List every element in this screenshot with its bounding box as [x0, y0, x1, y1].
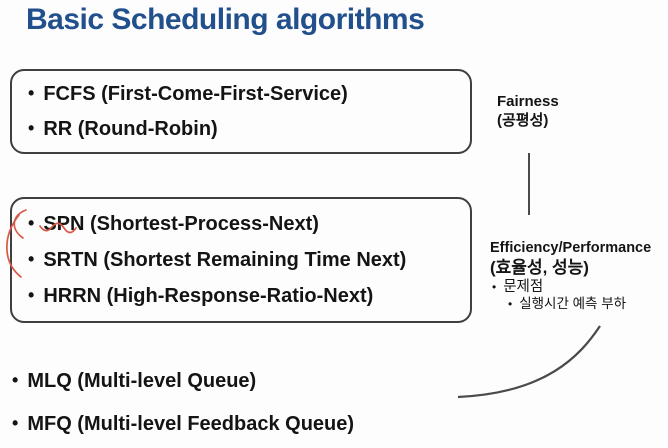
- bottom-list: MLQ (Multi-level Queue) MFQ (Multi-level…: [12, 368, 354, 437]
- efficiency-to-mlq-arrow-icon: [457, 325, 601, 399]
- spn-srtn-hrrn-box: SPN (Shortest-Process-Next) SRTN (Shorte…: [10, 197, 472, 323]
- list-item-mlq: MLQ (Multi-level Queue): [12, 368, 354, 394]
- fairness-efficiency-arrow-icon: [528, 153, 530, 215]
- efficiency-label: Efficiency/Performance: [490, 240, 652, 256]
- list-item-mfq: MFQ (Multi-level Feedback Queue): [12, 411, 354, 437]
- fairness-label: Fairness: [497, 93, 559, 110]
- page-title: Basic Scheduling algorithms: [26, 3, 425, 36]
- list-item-srtn: SRTN (Shortest Remaining Time Next): [28, 249, 470, 271]
- efficiency-label-block: Efficiency/Performance (효율성, 성능) 문제점 실행시…: [490, 240, 651, 312]
- fairness-label-block: Fairness (공평성): [497, 92, 559, 130]
- list-item-rr: RR (Round-Robin): [28, 118, 470, 140]
- problem-subnote: 실행시간 예측 부하: [490, 296, 651, 312]
- list-item-spn: SPN (Shortest-Process-Next): [28, 213, 470, 235]
- list-item-hrrn: HRRN (High-Response-Ratio-Next): [28, 285, 470, 307]
- problem-note: 문제점: [490, 279, 651, 296]
- efficiency-label-ko: (효율성, 성능): [490, 258, 589, 277]
- fcfs-rr-box: FCFS (First-Come-First-Service) RR (Roun…: [10, 69, 472, 154]
- list-item-fcfs: FCFS (First-Come-First-Service): [28, 83, 470, 105]
- fairness-label-ko: (공평성): [497, 112, 549, 129]
